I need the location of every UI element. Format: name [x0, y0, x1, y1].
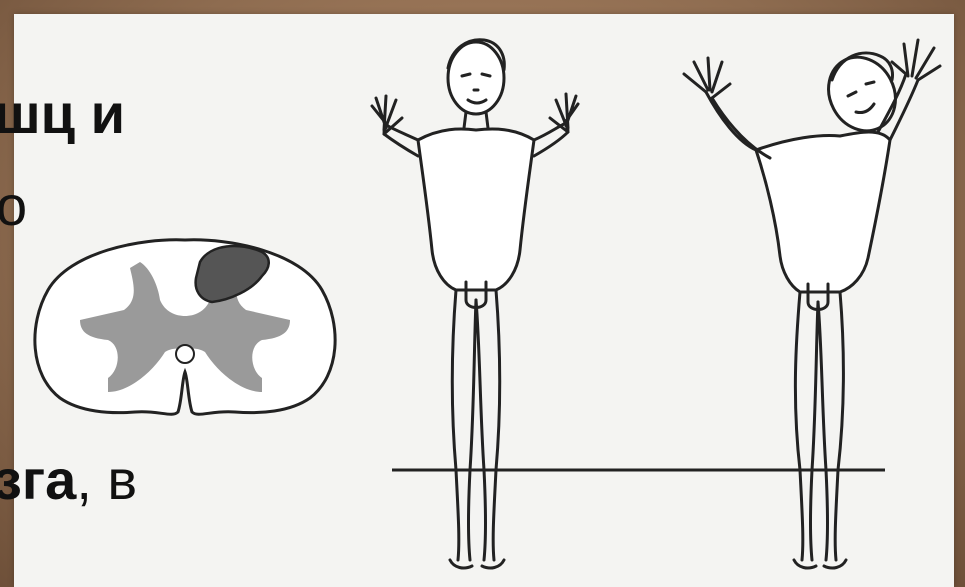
figure-2-right-leg	[818, 292, 844, 560]
figure-2-left-leg	[795, 292, 818, 560]
figure-1-torso	[418, 129, 534, 290]
figure-1-right-hand	[550, 94, 578, 132]
central-canal	[176, 345, 194, 363]
figure-head-tilted	[684, 40, 940, 568]
spinal-cord-cross-section	[35, 240, 335, 414]
figure-2-left-hand	[684, 58, 730, 98]
figure-2-head	[816, 45, 908, 142]
figure-symmetric	[372, 40, 578, 568]
figure-1-left-hand	[372, 96, 402, 134]
figure-2-right-hand	[892, 40, 940, 80]
figure-1-left-leg	[452, 290, 476, 560]
figure-1-right-leg	[476, 290, 500, 560]
figure-2-torso	[756, 132, 890, 292]
